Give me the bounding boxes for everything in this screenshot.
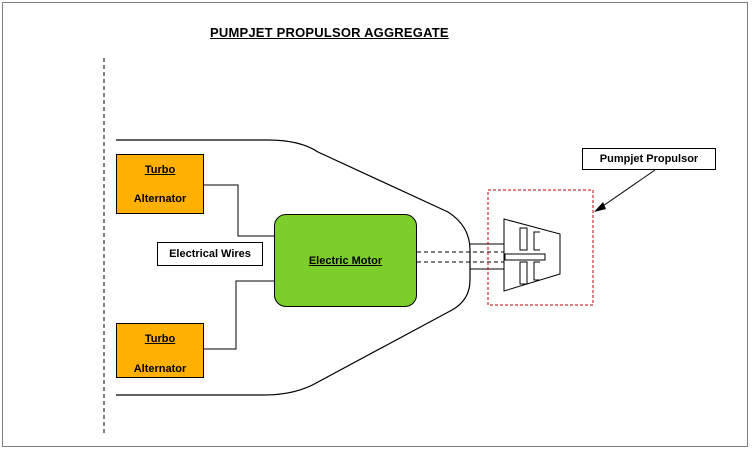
electrical-wires-label: Electrical Wires — [157, 242, 263, 266]
turbo-alternator-top: Turbo Alternator — [116, 154, 204, 214]
wire-bottom — [204, 280, 274, 350]
pumpjet-propulsor-label: Pumpjet Propulsor — [582, 148, 716, 170]
alternator-top-line1: Turbo — [144, 164, 176, 176]
propulsor-arrowhead — [594, 202, 606, 212]
alternator-bottom-line1: Turbo — [144, 333, 176, 345]
turbo-alternator-bottom: Turbo Alternator — [116, 323, 204, 378]
pumpjet-icon — [503, 218, 561, 292]
diagram-title: PUMPJET PROPULSOR AGGREGATE — [210, 25, 449, 40]
alternator-bottom-line2: Alternator — [133, 363, 187, 375]
hull-outline — [116, 139, 471, 396]
electric-motor: Electric Motor — [274, 214, 417, 307]
propulsor-highlight — [487, 189, 594, 306]
wire-top — [204, 184, 274, 237]
propulsor-arrow — [599, 169, 656, 209]
alternator-top-line2: Alternator — [133, 193, 187, 205]
